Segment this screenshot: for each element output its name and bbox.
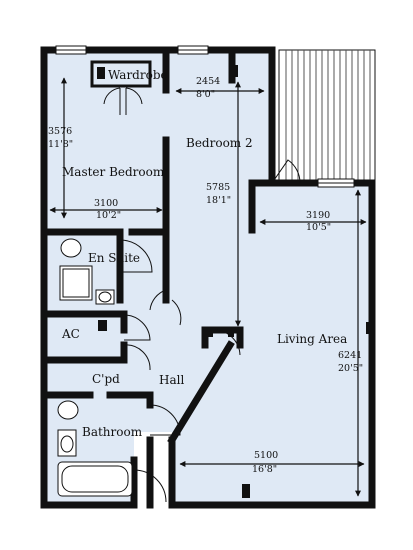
dim-bed2-depth-mm: 5785 bbox=[206, 182, 230, 193]
dim-bed2-width-ft: 8'0" bbox=[196, 89, 215, 100]
label-en-suite: En Suite bbox=[88, 251, 140, 265]
dim-living-depth-mm: 6241 bbox=[338, 350, 362, 361]
dim-bed2-depth-ft: 18'1" bbox=[206, 195, 231, 206]
balcony bbox=[278, 49, 376, 182]
dim-master-depth-mm: 3576 bbox=[48, 126, 72, 137]
dim-living-depth-ft: 20'5" bbox=[338, 363, 363, 374]
dim-living-width-mm: 5100 bbox=[254, 450, 278, 461]
dim-living-width-ft: 16'8" bbox=[252, 464, 277, 475]
label-bedroom-2: Bedroom 2 bbox=[186, 136, 253, 150]
dimension-lines bbox=[49, 77, 367, 497]
label-cupboard: C'pd bbox=[92, 372, 120, 386]
floor-area bbox=[44, 50, 370, 505]
dim-master-width-mm: 3100 bbox=[94, 198, 118, 209]
dim-master-depth-ft: 11'8" bbox=[48, 139, 73, 150]
label-living-area: Living Area bbox=[277, 332, 347, 346]
label-wardrobe: Wardrobe bbox=[108, 68, 168, 82]
columns bbox=[97, 65, 372, 498]
windows bbox=[55, 45, 355, 188]
fixtures bbox=[57, 238, 133, 497]
label-ac: AC bbox=[61, 327, 80, 341]
dim-living-upper-width-ft: 10'5" bbox=[306, 222, 331, 233]
doors bbox=[119, 159, 301, 503]
label-hall: Hall bbox=[159, 373, 184, 387]
dim-master-width-ft: 10'2" bbox=[96, 210, 121, 221]
label-master-bedroom: Master Bedroom bbox=[62, 165, 165, 179]
label-bathroom: Bathroom bbox=[82, 425, 143, 439]
dim-bed2-width-mm: 2454 bbox=[196, 76, 220, 87]
dim-living-upper-width-mm: 3190 bbox=[306, 210, 330, 221]
